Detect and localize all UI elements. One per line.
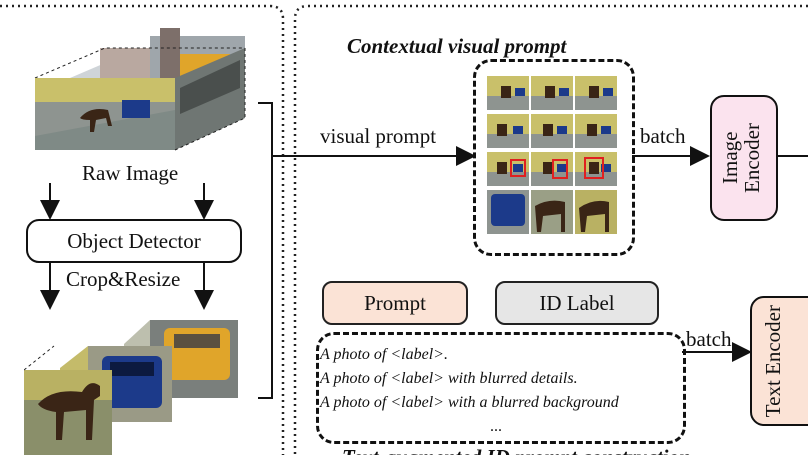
template-ellipsis: ... — [490, 418, 502, 435]
visual-prompt-label: visual prompt — [320, 124, 437, 148]
highlight-box-2 — [552, 159, 568, 179]
cropped-image-stack — [24, 320, 238, 455]
highlight-box-3 — [584, 157, 604, 179]
grid-row-4 — [487, 190, 617, 234]
text-encoder-label: Text Encoder — [761, 304, 785, 418]
template-line: A photo of <label> with a blurred backgr… — [320, 394, 619, 411]
text-section-title: Text-augmented ID prompt construction — [342, 447, 691, 455]
grid-row-1 — [487, 76, 617, 110]
left-panel-border — [0, 4, 285, 455]
object-detector-label: Object Detector — [67, 228, 201, 253]
visual-prompt-grid-frame — [473, 59, 635, 256]
bracket — [258, 102, 273, 399]
id-label-text: ID Label — [539, 290, 615, 315]
blue-car-front — [122, 100, 150, 118]
raw-image-cube — [34, 28, 246, 151]
id-label-box: ID Label — [495, 281, 659, 325]
template-line: A photo of <label>. — [320, 346, 448, 363]
grid-row-2 — [487, 114, 617, 148]
left-arrows — [40, 102, 290, 399]
prompt-label: Prompt — [364, 290, 426, 315]
visual-prompt-grid — [487, 76, 617, 234]
prompt-box: Prompt — [322, 281, 468, 325]
contextual-title: Contextual visual prompt — [347, 34, 567, 58]
highlight-box-1 — [510, 159, 526, 177]
moose-front — [80, 109, 112, 132]
text-template-list: A photo of <label>. A photo of <label> w… — [320, 343, 619, 439]
grid-row-3 — [487, 152, 617, 186]
right-panel-border — [293, 4, 808, 455]
batch-label-image: batch — [640, 124, 686, 148]
batch-label-text: batch — [686, 327, 732, 351]
text-template-frame — [316, 332, 686, 444]
visual-prompt-flow — [290, 146, 808, 166]
text-batch-arrow — [682, 342, 752, 362]
text-encoder-box: Text Encoder — [750, 296, 808, 426]
template-line: A photo of <label> with blurred details. — [320, 370, 578, 387]
raw-image-label: Raw Image — [82, 161, 179, 185]
image-encoder-label: Image Encoder — [718, 123, 765, 193]
moose-crop — [38, 383, 100, 440]
object-detector-box: Object Detector — [26, 219, 242, 263]
crop-resize-label: Crop&Resize — [64, 267, 183, 291]
image-encoder-box: Image Encoder — [710, 95, 778, 221]
